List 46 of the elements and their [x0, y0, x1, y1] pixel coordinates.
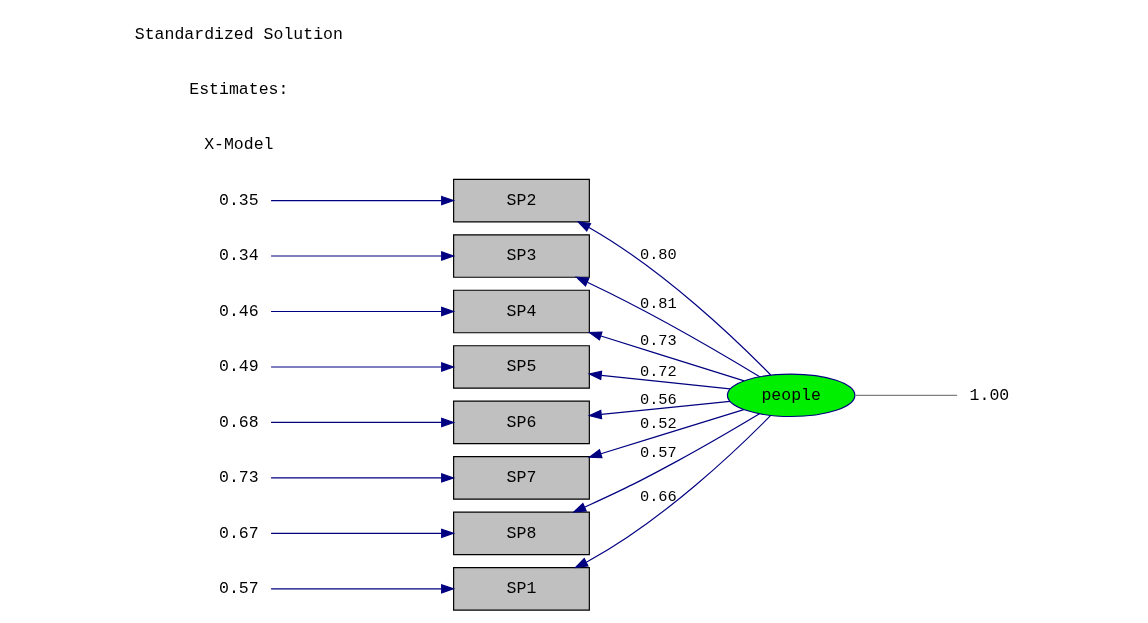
edge-label: 0.66 [639, 487, 677, 506]
arrow [270, 528, 456, 539]
node-ellipse: people [726, 373, 856, 418]
label: Standardized Solution [134, 24, 343, 44]
node-box: SP5 [453, 345, 590, 389]
arrow [574, 276, 761, 378]
arrow [587, 331, 745, 382]
arrow [587, 400, 731, 420]
edge-label: 0.73 [639, 332, 677, 351]
arrow [270, 306, 456, 317]
node-text: 0.57 [219, 579, 259, 599]
node-box: SP4 [453, 289, 590, 334]
node-box: SP6 [453, 400, 590, 445]
arrow [587, 409, 745, 459]
arrow [573, 414, 772, 569]
connector [854, 394, 958, 396]
arrow [270, 583, 456, 594]
node-box: SP7 [453, 456, 590, 500]
arrow [572, 413, 761, 513]
node-text: 0.46 [219, 301, 259, 321]
label: Estimates: [189, 80, 289, 99]
node-box: SP2 [453, 178, 590, 223]
edge-label: 0.81 [639, 295, 677, 314]
node-text: 1.00 [969, 385, 1010, 405]
edge-label: 0.52 [639, 414, 677, 433]
node-text: 0.67 [219, 523, 259, 543]
arrow [270, 362, 456, 372]
node-box: SP8 [453, 511, 590, 556]
edge-label: 0.56 [639, 391, 677, 410]
node-text: 0.68 [219, 412, 259, 432]
arrow [587, 370, 731, 390]
arrow [270, 417, 456, 428]
node-text: 0.35 [219, 190, 259, 210]
label: X-Model [204, 135, 274, 155]
arrow [576, 221, 772, 376]
edge-label: 0.80 [639, 245, 677, 264]
arrow [270, 251, 456, 261]
node-box: SP1 [453, 567, 590, 611]
node-text: 0.49 [219, 357, 259, 377]
node-box: SP3 [453, 234, 590, 278]
node-text: 0.34 [219, 246, 259, 266]
node-text: 0.73 [219, 468, 259, 488]
edge-label: 0.72 [639, 362, 677, 381]
arrow [270, 472, 456, 483]
arrow [270, 195, 456, 206]
edge-label: 0.57 [639, 444, 677, 463]
